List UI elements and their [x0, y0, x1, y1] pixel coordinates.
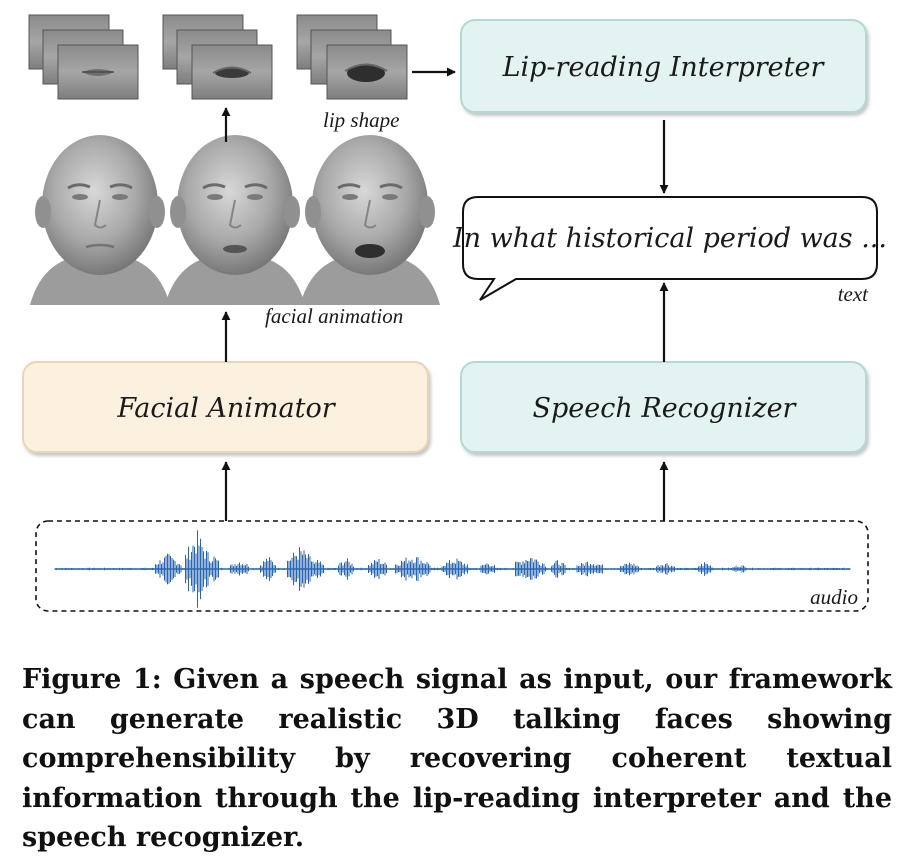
figure-caption: Figure 1: Given a speech signal as input… — [22, 664, 892, 853]
face-1 — [30, 135, 170, 305]
lip-reading-interpreter-box — [460, 19, 867, 113]
speech-bubble-text: In what historical period was ... — [452, 223, 887, 254]
audio-waveform — [54, 530, 851, 608]
text-speech-bubble — [462, 196, 878, 301]
facial-animation-label: facial animation — [265, 304, 403, 328]
speech-recognizer-label: Speech Recognizer — [533, 393, 798, 424]
lip-shape-stack-1 — [28, 14, 139, 100]
text-label: text — [838, 282, 869, 306]
audio-dashed-box — [35, 520, 869, 612]
framework-diagram: lip shape facial animation Lip-reading I… — [22, 14, 887, 612]
face-3 — [300, 135, 440, 305]
lip-shape-label: lip shape — [323, 108, 399, 132]
audio-label: audio — [810, 585, 858, 609]
lip-reading-interpreter-label: Lip-reading Interpreter — [502, 52, 826, 83]
lip-shape-stack-3 — [296, 14, 408, 100]
facial-animator-label: Facial Animator — [116, 393, 336, 424]
face-2 — [165, 135, 305, 305]
lip-shape-stack-2 — [162, 14, 273, 100]
